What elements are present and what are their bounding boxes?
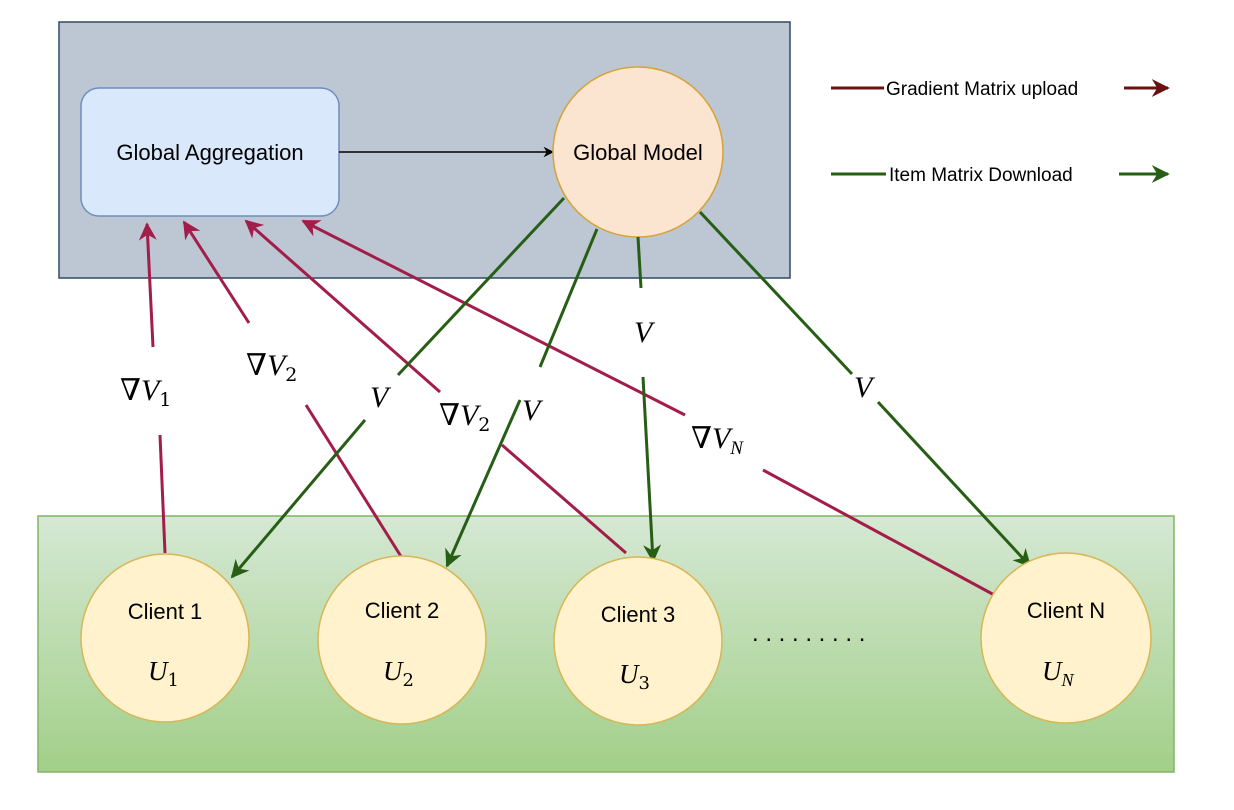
legend-upload-label: Gradient Matrix upload (886, 79, 1078, 100)
upload-edge-client1-lower (158, 434, 167, 554)
client-node-1: Client 1 U1 (80, 553, 250, 723)
edge-label-down-3: V (634, 316, 656, 349)
client-name-2: Client 2 (365, 598, 440, 623)
legend-download-label: Item Matrix Download (889, 165, 1073, 186)
global-aggregation-node: Global Aggregation (80, 87, 340, 217)
download-edge-client3-lower (641, 376, 662, 563)
edge-label-down-n: V (854, 371, 876, 404)
download-edges (230, 196, 1032, 579)
legend-upload: Gradient Matrix upload (831, 79, 1170, 100)
edge-label-down-2: V (522, 394, 544, 427)
client-name-n: Client N (1027, 598, 1105, 623)
client-name-3: Client 3 (601, 602, 676, 627)
global-aggregation-label: Global Aggregation (116, 140, 303, 165)
edge-label-grad-1: ∇V1 (120, 373, 171, 411)
download-edge-client2-upper (538, 228, 599, 368)
upload-edge-clientn-lower (762, 468, 999, 599)
edge-label-grad-2b: ∇V2 (439, 398, 490, 436)
global-model-label: Global Model (573, 140, 703, 165)
upload-edge-client1-upper (138, 222, 157, 348)
client-var-3: U3 (619, 659, 650, 694)
upload-edge-client2-upper (182, 220, 251, 324)
download-edge-clientn-upper (698, 210, 854, 376)
download-edge-client3-upper (636, 236, 643, 289)
client-var-2: U2 (383, 656, 414, 691)
legend: Gradient Matrix upload Item Matrix Downl… (831, 79, 1170, 186)
client-node-2: Client 2 U2 (317, 555, 487, 725)
upload-edge-clientn-upper (301, 219, 686, 417)
edge-label-grad-n: ∇VN (691, 421, 744, 459)
client-node-n: Client N UN (980, 552, 1152, 724)
edge-label-grad-2a: ∇V2 (246, 348, 297, 386)
edge-label-down-1: V (370, 381, 392, 414)
client-var-1: U1 (148, 656, 179, 691)
download-edge-client2-lower (445, 399, 522, 568)
download-edge-client1-lower (230, 419, 367, 579)
upload-edge-client2-lower (304, 404, 404, 559)
download-edge-client1-upper (396, 196, 566, 377)
client-var-n: UN (1042, 656, 1075, 690)
client-name-1: Client 1 (128, 599, 203, 624)
upload-edge-client3-lower (501, 443, 627, 555)
clients-ellipsis: . . . . . . . . . (752, 620, 865, 647)
upload-edges (138, 219, 999, 599)
global-model-node: Global Model (552, 66, 724, 238)
client-node-3: Client 3 U3 (553, 556, 723, 726)
legend-download: Item Matrix Download (831, 165, 1170, 186)
download-edge-clientn-lower (876, 400, 1032, 568)
